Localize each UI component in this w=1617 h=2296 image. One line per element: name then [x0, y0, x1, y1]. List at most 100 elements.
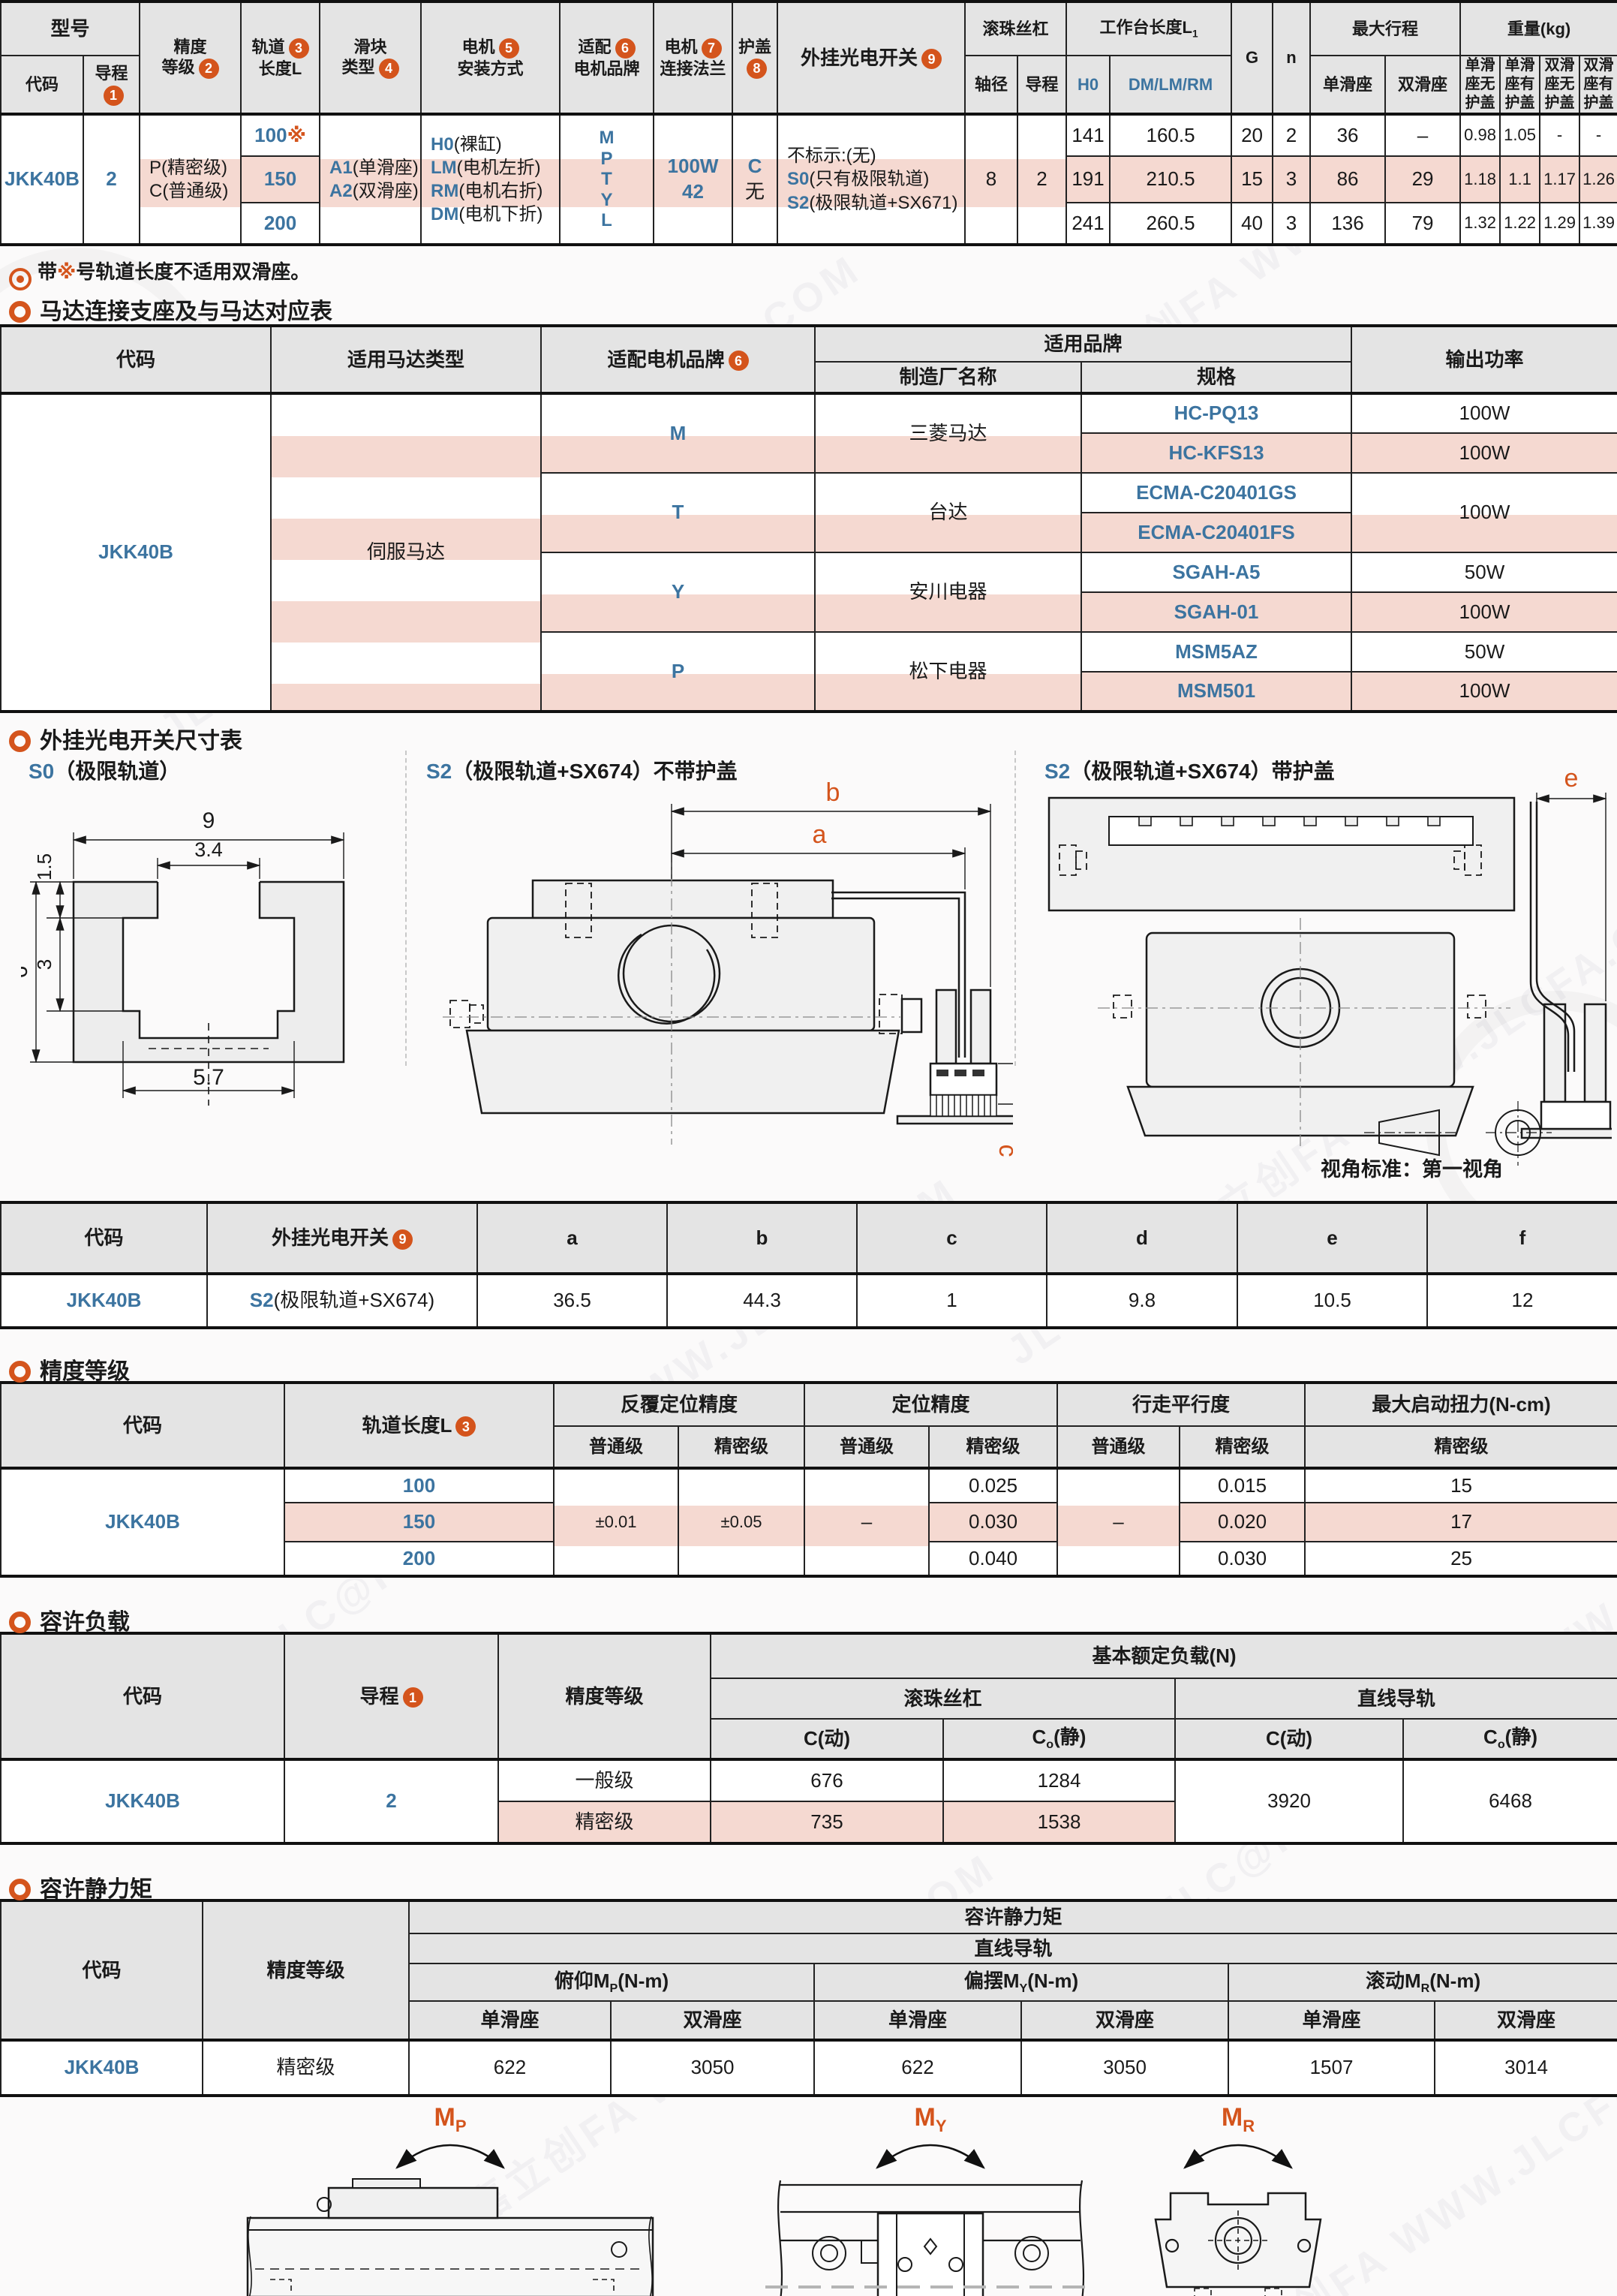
section-ring-icon — [9, 1611, 31, 1633]
section-ring-icon — [9, 1361, 31, 1383]
mp-arc-arrow-icon — [395, 2144, 505, 2169]
cell-dm-3: 260.5 — [1109, 202, 1233, 245]
header-applicable-brand: 适用品牌 — [813, 325, 1353, 363]
cell-brand-m: M — [540, 392, 816, 474]
cell-spec: MSM501 — [1080, 671, 1353, 712]
cell-g-2: 15 — [1231, 155, 1274, 203]
dim-3: 3 — [33, 959, 56, 970]
cell-dm-2: 210.5 — [1109, 155, 1233, 203]
note-bullet-icon — [9, 268, 32, 290]
my-diagram-block: MY — [735, 2103, 1126, 2296]
cell-mr-single: 1507 — [1228, 2039, 1435, 2096]
header-basic-load: 基本额定负载(N) — [709, 1632, 1617, 1679]
cell-my-single: 622 — [813, 2039, 1022, 2096]
header-pitch-mp: 俯仰MP(N-m) — [408, 1963, 815, 2002]
cell-spec: HC-KFS13 — [1080, 432, 1353, 474]
badge-9-icon: 9 — [392, 1229, 413, 1250]
cell-a: 36.5 — [476, 1272, 668, 1329]
header-d: d — [1046, 1202, 1238, 1274]
s2-cover-drawing: e f — [1047, 764, 1612, 1166]
accuracy-row-100: JKK40B 100 ±0.01 ±0.05 – 0.025 – 0.015 1… — [0, 1467, 1617, 1577]
header-accuracy-grade: 精度等级 — [497, 1632, 711, 1760]
motor-row: ECMA-C20401FS — [1, 512, 1617, 553]
header-e: e — [1237, 1202, 1428, 1274]
cell-screw-cd: 735 — [710, 1801, 944, 1844]
cell-stroke-s-3: 136 — [1309, 202, 1387, 245]
header-positioning-accuracy: 定位精度 — [804, 1382, 1059, 1427]
cell-power: 100W — [1351, 432, 1617, 474]
header-co-static: Co(静) — [942, 1718, 1176, 1760]
header-ballscrew: 滚珠丝杠 — [964, 1, 1068, 56]
cell-spec: MSM5AZ — [1080, 631, 1353, 673]
badge-5-icon: 5 — [498, 38, 519, 59]
cell-mr-double: 3014 — [1433, 2039, 1617, 2096]
dim-5-7: 5.7 — [193, 1065, 224, 1090]
header-screw-lead: 导程 — [1017, 55, 1068, 115]
motor-row: P 松下电器 MSM5AZ 50W — [1, 631, 1617, 712]
cell-slider-type: A1(单滑座) A2(双滑座) — [319, 113, 422, 245]
cell-rail-100: 100 — [284, 1467, 555, 1503]
cell-par-precise: 0.020 — [1179, 1502, 1306, 1542]
header-a: a — [476, 1202, 668, 1274]
header-precise-grade: 精密级 — [1304, 1425, 1617, 1469]
cell-dm-1: 160.5 — [1109, 113, 1233, 157]
mp-diagram-block: MP — [225, 2103, 675, 2296]
dim-a: a — [813, 820, 827, 849]
badge-2-icon: 2 — [198, 59, 219, 80]
header-weight: 重量(kg) — [1459, 1, 1617, 56]
footnote: 带※号轨道长度不适用双滑座。 — [9, 257, 310, 290]
cell-power: 50W — [1351, 631, 1617, 673]
header-n: n — [1272, 1, 1312, 115]
header-precise-grade: 精密级 — [1179, 1425, 1306, 1469]
header-code: 代码 — [0, 325, 272, 394]
header-max-stroke: 最大行程 — [1309, 1, 1462, 56]
header-double-slider: 双滑座 — [610, 2000, 815, 2041]
my-label: MY — [914, 2103, 947, 2135]
dim-b: b — [826, 778, 840, 807]
cell-w3-3: 1.29 — [1539, 202, 1581, 245]
cell-rail-150: 150 — [284, 1502, 555, 1542]
cell-rail-150: 150 — [240, 155, 321, 203]
motor-row: T 台达 ECMA-C20401GS 100W — [1, 472, 1617, 553]
header-ballscrew: 滚珠丝杠 — [710, 1678, 1176, 1720]
cell-code: JKK40B — [0, 392, 272, 712]
drawing-separator — [1014, 751, 1016, 1066]
cell-par-normal: – — [1056, 1467, 1181, 1577]
header-double-slider: 双滑座 — [1020, 2000, 1229, 2041]
header-dm-lm-rm: DM/LM/RM — [1109, 55, 1233, 115]
cell-mfr-yaskawa: 安川电器 — [814, 552, 1082, 633]
cell-repeat-normal: ±0.01 — [553, 1467, 679, 1577]
load-row-normal: JKK40B 2 一般级 676 1284 3920 6468 — [0, 1758, 1617, 1844]
cell-lead: 2 — [284, 1758, 499, 1844]
header-single-slider: 单滑座 — [408, 2000, 612, 2041]
accuracy-row-200: 200 0.040 0.030 25 — [1, 1541, 1617, 1577]
header-precise-grade: 精密级 — [928, 1425, 1059, 1469]
cell-pos-precise: 0.025 — [928, 1467, 1059, 1503]
header-single-slider: 单滑座 — [1228, 2000, 1435, 2041]
cell-screw-cd: 676 — [710, 1758, 944, 1802]
cell-w4-3: 1.39 — [1579, 202, 1617, 245]
header-double-slider: 双滑座 — [1384, 55, 1462, 115]
section-title-load: 容许负载 — [9, 1603, 130, 1636]
cell-switch: S2(极限轨道+SX674) — [206, 1272, 478, 1329]
cell-mp-single: 622 — [408, 2039, 612, 2096]
cell-w1-1: 0.98 — [1459, 113, 1501, 157]
cell-g-3: 40 — [1231, 202, 1274, 245]
header-motor-type: 适用马达类型 — [270, 325, 542, 394]
cell-w1-2: 1.18 — [1459, 155, 1501, 203]
header-c: c — [856, 1202, 1047, 1274]
cell-torque: 15 — [1304, 1467, 1617, 1503]
section-ring-icon — [9, 730, 31, 752]
dim-3-4: 3.4 — [194, 838, 223, 861]
cell-screw-cs: 1538 — [942, 1801, 1176, 1844]
cell-stroke-s-2: 86 — [1309, 155, 1387, 203]
